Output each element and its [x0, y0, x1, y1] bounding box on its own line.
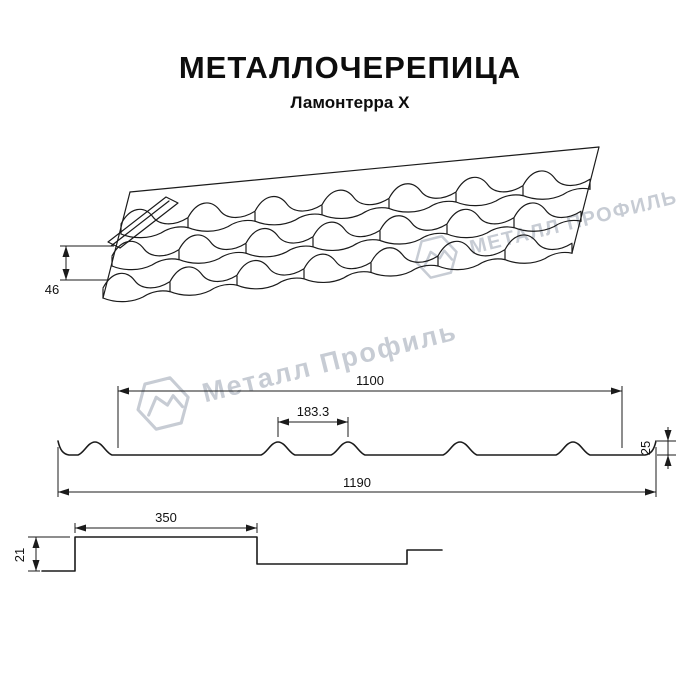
page-subtitle: Ламонтерра X — [290, 93, 410, 112]
watermark-lower: Металл Профиль — [126, 300, 465, 441]
sheet-right-edge — [571, 146, 600, 254]
step-profile-view: 350 21 — [12, 510, 443, 572]
dim-350-label: 350 — [155, 510, 177, 525]
dimension-21: 21 — [12, 536, 70, 572]
cross-section-view: 1100 183.3 25 — [57, 373, 676, 497]
dimension-1190: 1190 — [57, 447, 657, 497]
edge-strip-inner-line — [110, 200, 170, 247]
sheet-back-edge — [129, 146, 600, 193]
step-profile-curve — [41, 536, 443, 572]
edge-strip — [107, 196, 179, 249]
dimension-46: 46 — [45, 245, 114, 297]
metall-profil-logo-icon — [414, 234, 458, 279]
dim-25-label: 25 — [638, 441, 653, 455]
page-title: МЕТАЛЛОЧЕРЕПИЦА — [178, 50, 522, 85]
dimension-1100: 1100 — [117, 373, 623, 448]
watermark-upper: МЕТАЛЛ ПРОФИЛЬ — [406, 173, 683, 288]
dim-1100-label: 1100 — [356, 373, 384, 388]
metall-profil-logo-icon — [136, 376, 190, 431]
perspective-view: 46 — [45, 146, 600, 303]
profile-curve — [57, 440, 657, 456]
dimension-183.3: 183.3 — [277, 404, 349, 437]
dim-183.3-label: 183.3 — [297, 404, 330, 419]
dimension-350: 350 — [74, 510, 258, 533]
dim-21-label: 21 — [12, 548, 27, 562]
tile-wave-rows — [102, 170, 591, 303]
header: МЕТАЛЛОЧЕРЕПИЦА Ламонтерра X — [0, 50, 700, 113]
dim-46-label: 46 — [45, 282, 59, 297]
dimension-25: 25 — [638, 427, 676, 469]
dim-1190-label: 1190 — [343, 475, 371, 490]
